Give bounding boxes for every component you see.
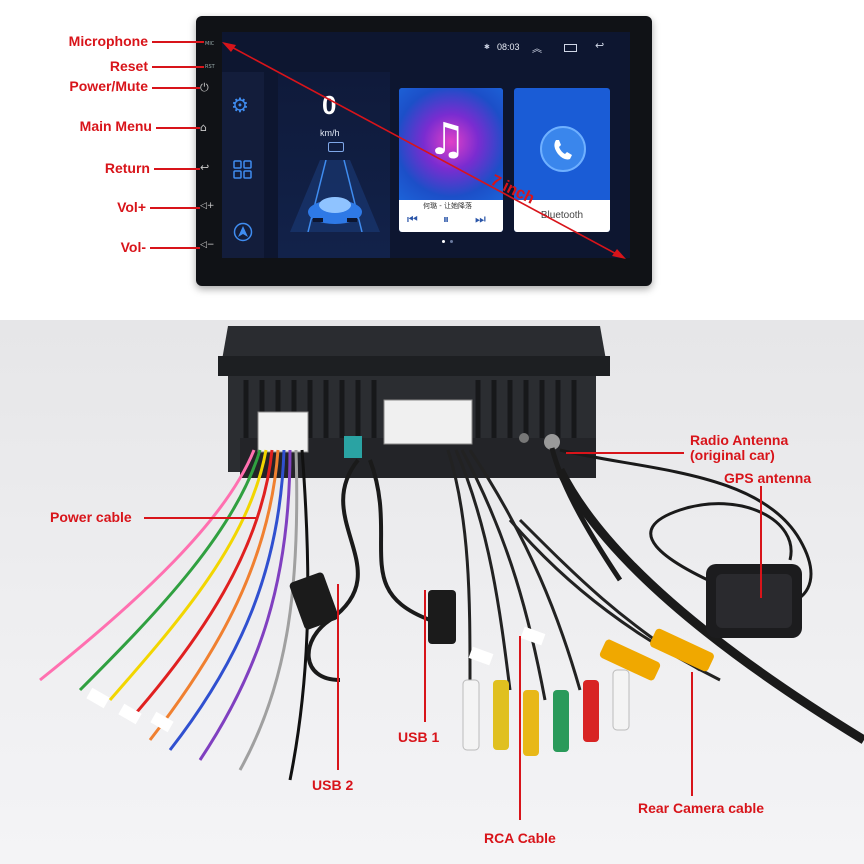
speed-unit: km/h xyxy=(320,128,340,138)
bluetooth-widget[interactable]: Bluetooth xyxy=(514,88,610,232)
main-menu-leader xyxy=(156,127,200,129)
music-widget[interactable]: ♫ 何璐 - 让她降落 ⏮ ⏸ ⏭ xyxy=(399,88,503,232)
back-panel-photo xyxy=(0,320,864,864)
rear-camera-cable-label: Rear Camera cable xyxy=(638,800,765,816)
music-controls-bar xyxy=(399,200,503,232)
back-icon[interactable]: ↩ xyxy=(595,40,605,52)
reset-leader xyxy=(152,66,204,68)
return-icon[interactable]: ↩ xyxy=(200,161,210,174)
power-cable-leader xyxy=(144,517,256,519)
page-dot xyxy=(450,240,453,243)
usb2-label: USB 2 xyxy=(312,777,354,793)
home-icon[interactable]: ⌂ xyxy=(200,121,207,134)
mic-hole-label: MIC xyxy=(205,41,215,47)
volume-down-icon[interactable]: ◁− xyxy=(200,240,215,250)
music-note-icon: ♫ xyxy=(427,114,467,165)
main-menu-label: Main Menu xyxy=(79,118,152,134)
rca-cable-leader xyxy=(519,636,521,820)
reset-hole-label: RST xyxy=(205,64,215,70)
bluetooth-label: Bluetooth xyxy=(540,210,584,221)
radio-antenna-note: (original car) xyxy=(690,447,775,463)
previous-track-icon[interactable]: ⏮ xyxy=(407,212,418,226)
bluetooth-label-bar xyxy=(514,200,610,232)
touchscreen[interactable]: ✱ 08:03 ︽ ↩ ⚙ 0 km/h ♫ 何璐 - 让她降落 ⏮ ⏸ ⏭ xyxy=(222,32,630,258)
next-track-icon[interactable]: ⏭ xyxy=(475,212,486,226)
volume-down-leader xyxy=(150,247,200,249)
recent-apps-icon[interactable] xyxy=(564,44,577,52)
expand-icon[interactable]: ︽ xyxy=(532,44,542,55)
music-track-title: 何璐 - 让她降落 xyxy=(423,202,472,210)
pause-icon[interactable]: ⏸ xyxy=(443,212,450,226)
radio-antenna-leader xyxy=(566,452,684,454)
return-label: Return xyxy=(104,160,150,176)
screen-diagonal-arrow xyxy=(222,42,626,259)
power-mute-label: Power/Mute xyxy=(69,78,148,94)
car-mini-icon xyxy=(328,142,344,152)
gps-antenna-leader xyxy=(760,486,762,598)
reset-label: Reset xyxy=(109,58,148,74)
volume-up-leader xyxy=(150,207,200,209)
car-illustration xyxy=(290,159,380,233)
navigation-icon[interactable] xyxy=(233,222,253,242)
power-icon[interactable]: ⏻ xyxy=(200,81,209,94)
power-mute-leader xyxy=(152,87,200,89)
status-time: 08:03 xyxy=(497,42,520,52)
radio-antenna-label: Radio Antenna xyxy=(690,432,789,448)
rca-cable-label: RCA Cable xyxy=(484,830,556,846)
return-leader xyxy=(154,168,200,170)
usb1-leader xyxy=(424,590,426,722)
settings-icon[interactable]: ⚙ xyxy=(231,95,249,117)
music-art xyxy=(399,88,503,200)
back-panel-illustration xyxy=(39,326,864,781)
volume-up-label: Vol+ xyxy=(117,199,146,215)
page-dot-active xyxy=(442,240,445,243)
microphone-label: Microphone xyxy=(68,33,148,49)
speed-value: 0 xyxy=(322,90,337,120)
phone-bluetooth-icon xyxy=(540,126,586,172)
volume-up-icon[interactable]: ◁+ xyxy=(200,201,215,211)
microphone-leader xyxy=(152,41,204,43)
apps-grid-icon[interactable] xyxy=(233,160,253,180)
power-cable-label: Power cable xyxy=(50,509,132,525)
rear-camera-leader xyxy=(691,672,693,796)
bluetooth-status-icon: ✱ xyxy=(484,44,490,51)
gps-antenna-label: GPS antenna xyxy=(724,470,812,486)
volume-down-label: Vol- xyxy=(120,239,146,255)
usb1-label: USB 1 xyxy=(398,729,440,745)
usb2-leader xyxy=(337,584,339,770)
